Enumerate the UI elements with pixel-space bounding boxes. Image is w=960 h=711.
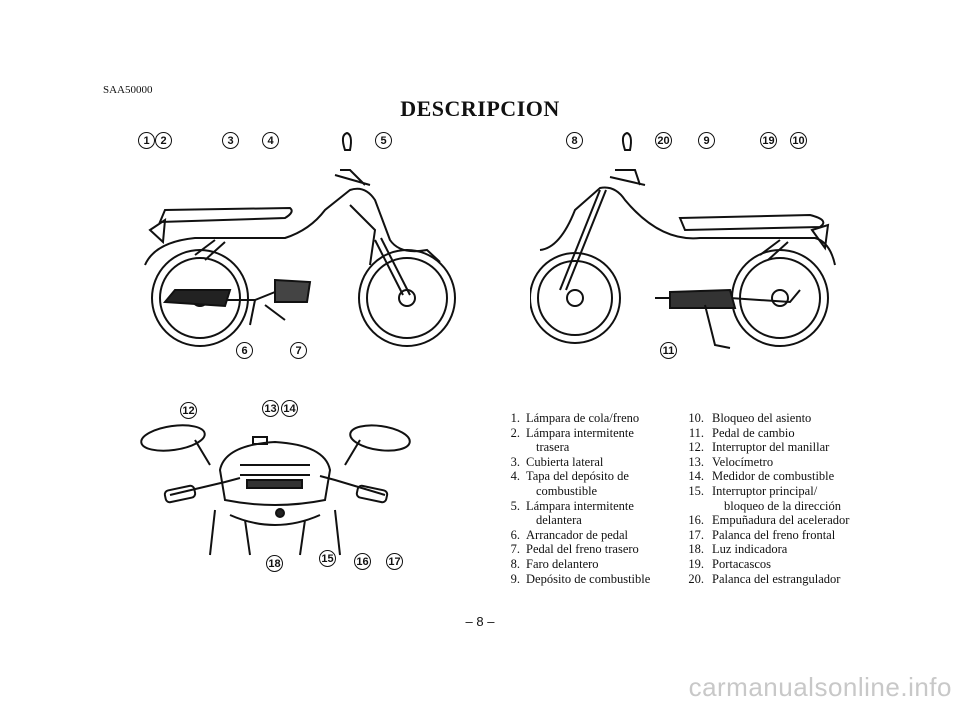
legend-row: 20.Palanca del estrangulador <box>688 571 841 586</box>
legend-row: 15.Interruptor principal/ <box>688 483 818 498</box>
legend-row: 11.Pedal de cambio <box>688 425 795 440</box>
legend-row: trasera <box>536 440 570 455</box>
legend-row: 14.Medidor de combustible <box>688 469 835 484</box>
handlebar-illustration <box>140 424 411 556</box>
legend-row: 16.Empuñadura del acelerador <box>688 513 850 528</box>
legend-row: 5.Lámpara intermitente <box>510 498 634 513</box>
callout-10: 10 <box>790 132 807 149</box>
legend-row: 3.Cubierta lateral <box>510 454 604 469</box>
legend-row: 12.Interruptor del manillar <box>688 440 830 455</box>
legend-row: 10.Bloqueo del asiento <box>688 411 812 425</box>
callout-2: 2 <box>155 132 172 149</box>
callout-3: 3 <box>222 132 239 149</box>
legend-row: 13.Velocímetro <box>688 454 774 469</box>
callout-17: 17 <box>386 553 403 570</box>
page-title: DESCRIPCION <box>400 96 560 121</box>
callout-20: 20 <box>655 132 672 149</box>
callout-6: 6 <box>236 342 253 359</box>
legend-row: combustible <box>536 483 598 498</box>
callout-15: 15 <box>319 550 336 567</box>
legend-row: bloqueo de la dirección <box>724 498 841 513</box>
callout-4: 4 <box>262 132 279 149</box>
motorcycle-left-side-illustration <box>144 131 456 347</box>
watermark: carmanualsonline.info <box>688 672 952 702</box>
callout-5: 5 <box>375 132 392 149</box>
callout-14: 14 <box>281 400 298 417</box>
legend-row: 1.Lámpara de cola/freno <box>510 411 640 425</box>
motorcycle-right-side-illustration <box>530 131 836 349</box>
legend-row: 19.Portacascos <box>688 556 772 571</box>
legend-row: 2.Lámpara intermitente <box>510 425 634 440</box>
parts-legend-right: 10.Bloqueo del asiento 11.Pedal de cambi… <box>684 411 849 586</box>
legend-row: delantera <box>536 513 582 528</box>
legend-row: 7.Pedal del freno trasero <box>510 542 639 557</box>
document-code: SAA50000 <box>103 84 153 96</box>
callout-11: 11 <box>660 342 677 359</box>
callout-18: 18 <box>266 555 283 572</box>
legend-row: 9.Depósito de combustible <box>510 571 651 586</box>
callout-8: 8 <box>566 132 583 149</box>
callout-19: 19 <box>760 132 777 149</box>
callout-9: 9 <box>698 132 715 149</box>
callout-7: 7 <box>290 342 307 359</box>
legend-row: 18.Luz indicadora <box>688 542 788 557</box>
legend-row: 6.Arrancador de pedal <box>510 527 629 542</box>
legend-row: 17.Palanca del freno frontal <box>688 527 836 542</box>
callout-13: 13 <box>262 400 279 417</box>
parts-legend-left: 1.Lámpara de cola/freno 2.Lámpara interm… <box>500 411 651 586</box>
callout-16: 16 <box>354 553 371 570</box>
callout-1: 1 <box>138 132 155 149</box>
callout-12: 12 <box>180 402 197 419</box>
legend-row: 8.Faro delantero <box>510 556 599 571</box>
page-number: – 8 – <box>465 614 495 629</box>
legend-row: 4.Tapa del depósito de <box>510 469 629 484</box>
